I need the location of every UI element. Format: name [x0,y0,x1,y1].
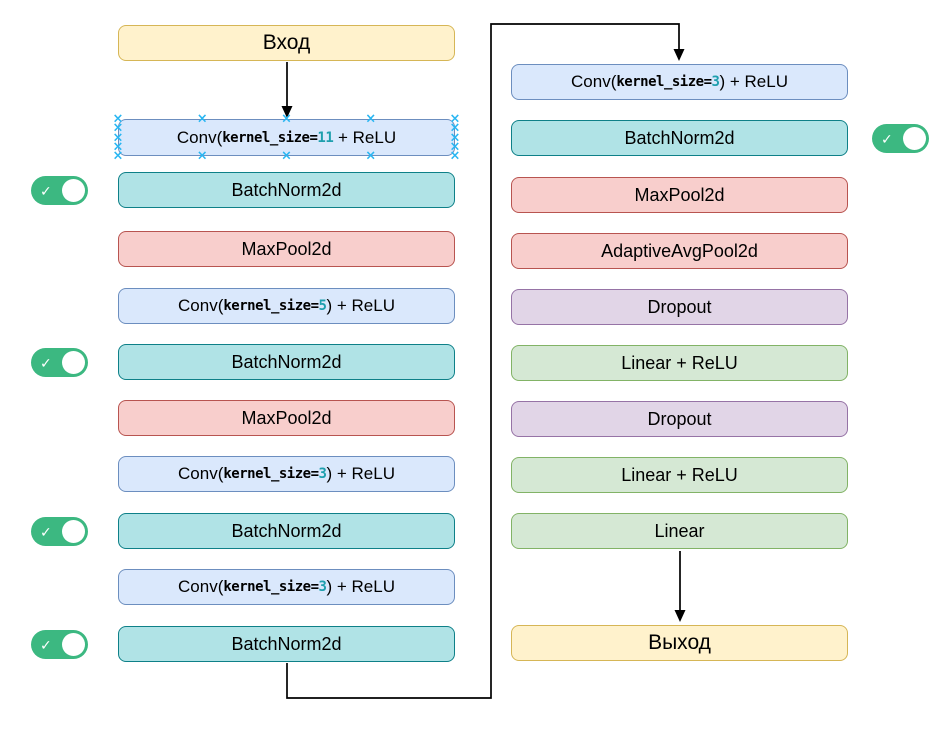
node-conv-k3-2[interactable]: Conv(kernel_size=3) + ReLU [118,569,455,605]
node-label: MaxPool2d [634,184,725,205]
node-conv-k3-1[interactable]: Conv(kernel_size=3) + ReLU [118,456,455,492]
checkmark-icon: ✓ [40,523,52,540]
node-batchnorm2d-1[interactable]: BatchNorm2d [118,172,455,208]
connection-point-icon[interactable]: × [281,111,292,127]
node-label: BatchNorm2d [231,520,342,541]
node-label: BatchNorm2d [231,179,342,200]
node-label-suffix: ) + ReLU [326,296,395,315]
node-label: Dropout [647,296,712,317]
node-label: MaxPool2d [241,407,332,428]
node-maxpool2d-3[interactable]: MaxPool2d [511,177,848,213]
node-label-prefix: Conv( [571,72,617,91]
toggle-knob[interactable] [62,351,85,374]
node-label: BatchNorm2d [624,127,735,148]
node-label-code: kernel_size= [616,74,712,90]
node-label-suffix: ) + ReLU [719,72,788,91]
node-label-suffix: ) + ReLU [326,464,395,483]
toggle-knob[interactable] [62,520,85,543]
node-label: Linear + ReLU [621,464,738,485]
node-label: Вход [262,31,311,54]
connection-point-icon[interactable]: × [449,111,461,127]
node-linear[interactable]: Linear [511,513,848,549]
node-label-prefix: Conv( [176,127,223,147]
node-dropout-2[interactable]: Dropout [511,401,848,437]
connection-point-icon[interactable]: × [112,148,124,164]
toggle-batchnorm-2[interactable]: ✓ [31,348,88,377]
connection-point-icon[interactable]: × [281,148,292,164]
connection-point-icon[interactable]: × [112,139,124,155]
node-label-code: kernel_size= [222,129,318,146]
node-maxpool2d-1[interactable]: MaxPool2d [118,231,455,267]
toggle-batchnorm-3[interactable]: ✓ [31,517,88,546]
toggle-batchnorm-4[interactable]: ✓ [31,630,88,659]
node-batchnorm2d-4[interactable]: BatchNorm2d [118,626,455,662]
node-label-prefix: Conv( [178,577,224,596]
node-input[interactable]: Вход [118,25,455,61]
toggle-batchnorm-1[interactable]: ✓ [31,176,88,205]
node-label-num: 3 [318,579,327,595]
node-label-num: 11 [317,129,334,146]
connection-point-icon[interactable]: × [365,111,377,127]
connection-point-icon[interactable]: × [449,139,461,155]
node-linear-relu-1[interactable]: Linear + ReLU [511,345,848,381]
node-conv-k11[interactable]: Conv(kernel_size=11 + ReLU [118,119,455,156]
checkmark-icon: ✓ [40,182,52,199]
node-label: AdaptiveAvgPool2d [601,240,758,261]
node-label-num: 3 [711,74,720,90]
node-label-suffix: ) + ReLU [326,577,395,596]
node-batchnorm2d-5[interactable]: BatchNorm2d [511,120,848,156]
node-label-num: 3 [318,466,327,482]
node-label-code: kernel_size= [223,579,319,595]
edge-batchnorm-to-conv[interactable] [286,23,685,699]
node-label: Linear + ReLU [621,352,738,373]
connection-point-icon[interactable]: × [365,148,377,164]
toggle-knob[interactable] [62,633,85,656]
node-label-code: kernel_size= [223,298,319,314]
node-batchnorm2d-3[interactable]: BatchNorm2d [118,513,455,549]
node-adaptiveavgpool2d[interactable]: AdaptiveAvgPool2d [511,233,848,269]
toggle-knob[interactable] [903,127,926,150]
connection-point-icon[interactable]: × [196,111,208,127]
node-label: BatchNorm2d [231,633,342,654]
node-batchnorm2d-2[interactable]: BatchNorm2d [118,344,455,380]
checkmark-icon: ✓ [881,130,893,147]
node-label-num: 5 [318,298,327,314]
node-label-code: kernel_size= [223,466,319,482]
connection-point-icon[interactable]: × [112,111,124,127]
node-output[interactable]: Выход [511,625,848,661]
node-dropout-1[interactable]: Dropout [511,289,848,325]
connection-point-icon[interactable]: × [112,120,124,136]
toggle-batchnorm-5[interactable]: ✓ [872,124,929,153]
connection-point-icon[interactable]: × [449,148,461,164]
node-label: Dropout [647,408,712,429]
node-label-prefix: Conv( [178,296,224,315]
node-label-suffix: + ReLU [333,127,397,147]
node-conv-k5[interactable]: Conv(kernel_size=5) + ReLU [118,288,455,324]
node-linear-relu-2[interactable]: Linear + ReLU [511,457,848,493]
checkmark-icon: ✓ [40,636,52,653]
node-label-prefix: Conv( [178,464,224,483]
node-label: Linear [654,520,705,541]
node-conv-k3-3[interactable]: Conv(kernel_size=3) + ReLU [511,64,848,100]
connection-point-icon[interactable]: × [196,148,208,164]
checkmark-icon: ✓ [40,354,52,371]
node-maxpool2d-2[interactable]: MaxPool2d [118,400,455,436]
node-label: BatchNorm2d [231,351,342,372]
toggle-knob[interactable] [62,179,85,202]
node-label: MaxPool2d [241,238,332,259]
connection-point-icon[interactable]: × [112,130,124,145]
connection-point-icon[interactable]: × [449,120,461,136]
connection-point-icon[interactable]: × [449,130,461,145]
node-label: Выход [648,631,711,654]
